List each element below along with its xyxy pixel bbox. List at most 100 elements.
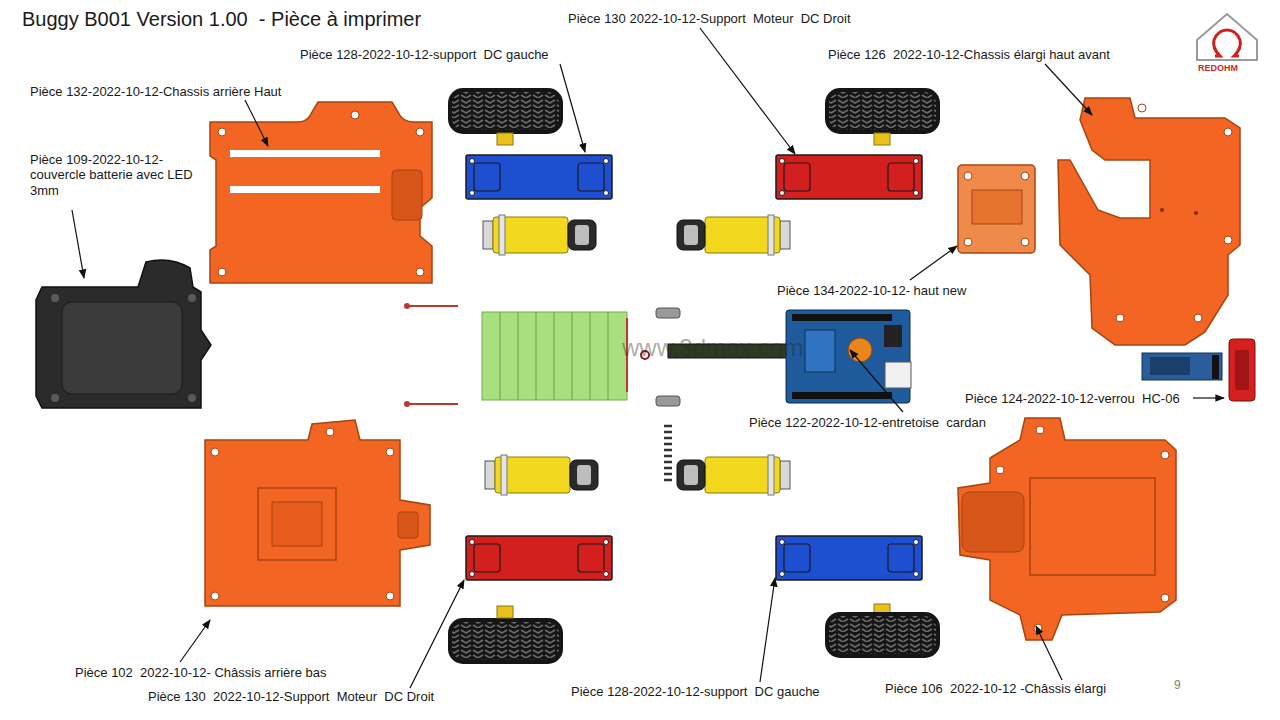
dc-motor <box>677 455 790 495</box>
dc-motor <box>485 455 598 495</box>
leader-line <box>72 210 84 278</box>
page-number: 9 <box>1174 678 1181 692</box>
cover-panel <box>62 302 182 394</box>
hole <box>51 394 59 402</box>
motor-support-left <box>776 536 922 580</box>
leader-line <box>180 620 210 662</box>
spacer <box>656 308 680 318</box>
motor-support-right <box>776 155 922 199</box>
leader-line <box>700 28 795 154</box>
bluetooth-module <box>1142 353 1222 380</box>
hc06-pins <box>1212 355 1219 379</box>
arduino-board <box>786 310 911 403</box>
watermark: www.3dmox.com <box>622 334 803 362</box>
lock-body <box>1229 339 1255 401</box>
power-jack <box>884 325 902 347</box>
battery-cover <box>36 260 211 408</box>
chassis-wide <box>958 418 1176 640</box>
wires <box>404 303 458 407</box>
hole <box>1194 211 1198 215</box>
pcb <box>786 310 910 403</box>
hole <box>211 448 219 456</box>
leader-line <box>245 100 268 146</box>
cell-lines <box>500 312 608 400</box>
part-label: Pièce 102 2022-10-12- Châssis arrière ba… <box>75 665 326 680</box>
hole <box>416 268 424 276</box>
dc-motor <box>483 215 596 255</box>
chassis-rear-bottom <box>205 420 430 606</box>
chassis-plate <box>205 420 430 606</box>
hole <box>1224 128 1232 136</box>
hole <box>326 428 334 436</box>
part-label: Pièce 109-2022-10-12- couvercle batterie… <box>30 152 195 198</box>
top-part-134 <box>958 165 1035 253</box>
led-wire <box>405 403 458 405</box>
motor-support-right <box>466 536 612 580</box>
hole <box>996 466 1004 474</box>
hole <box>1194 314 1202 322</box>
led <box>404 303 410 309</box>
hole <box>211 592 219 600</box>
wheel <box>448 88 563 134</box>
capacitor <box>848 338 872 362</box>
hole <box>964 172 972 180</box>
hole <box>416 128 424 136</box>
hole <box>351 111 359 119</box>
hole <box>51 294 59 302</box>
recess <box>258 488 336 560</box>
logo-text: REDOHM <box>1198 63 1238 74</box>
wheel-hub <box>497 606 513 618</box>
leader-lines <box>72 28 1224 688</box>
hole <box>386 448 394 456</box>
part-label: Pièce 126 2022-10-12-Chassis élargi haut… <box>828 47 1110 62</box>
chassis-plate <box>210 102 432 283</box>
cylinder <box>962 492 1024 552</box>
header <box>792 392 892 399</box>
leader-line <box>1045 64 1092 115</box>
hole <box>1036 426 1044 434</box>
part-recess <box>972 190 1022 224</box>
lock-slot <box>1235 350 1249 390</box>
logo <box>1197 14 1257 60</box>
slot <box>230 186 380 193</box>
logo-house <box>1197 14 1257 60</box>
hole <box>1021 172 1029 180</box>
motor-support-left <box>466 155 612 199</box>
part-label: Pièce 124-2022-10-12-verrou HC-06 <box>965 391 1180 406</box>
cover-body <box>36 260 211 408</box>
hole <box>1160 208 1164 212</box>
part-label: Pièce 106 2022-10-12 -Châssis élargi <box>885 681 1106 696</box>
leader-line <box>560 64 585 152</box>
leader-line <box>410 580 464 688</box>
hc06-board <box>1142 353 1222 380</box>
spacer <box>656 396 680 406</box>
wheel-hub <box>497 133 513 145</box>
hole <box>1116 314 1124 322</box>
hinge <box>398 512 418 538</box>
recess <box>1030 478 1155 575</box>
led-wire <box>405 305 458 307</box>
spring <box>664 426 672 480</box>
leader-line <box>1193 397 1224 398</box>
slot <box>230 150 380 157</box>
part-label: Pièce 128-2022-10-12-support DC gauche <box>571 684 820 699</box>
part-label: Pièce 132-2022-10-12-Chassis arrière Hau… <box>30 84 281 99</box>
part-label: Pièce 130 2022-10-12-Support Moteur DC D… <box>568 11 851 26</box>
chassis-rear-top <box>210 102 432 283</box>
hole <box>1161 451 1169 459</box>
leader-line <box>910 246 957 280</box>
hole <box>1161 594 1169 602</box>
wheel <box>825 88 940 134</box>
part-label: Pièce 134-2022-10-12- haut new <box>777 283 966 298</box>
hole <box>386 592 394 600</box>
hole <box>188 394 196 402</box>
wheel <box>448 618 563 664</box>
battery-cells <box>482 312 627 400</box>
hc06-chip <box>1150 357 1190 375</box>
part-body <box>958 165 1035 253</box>
recess <box>272 502 322 546</box>
led <box>404 401 410 407</box>
hole <box>218 128 226 136</box>
